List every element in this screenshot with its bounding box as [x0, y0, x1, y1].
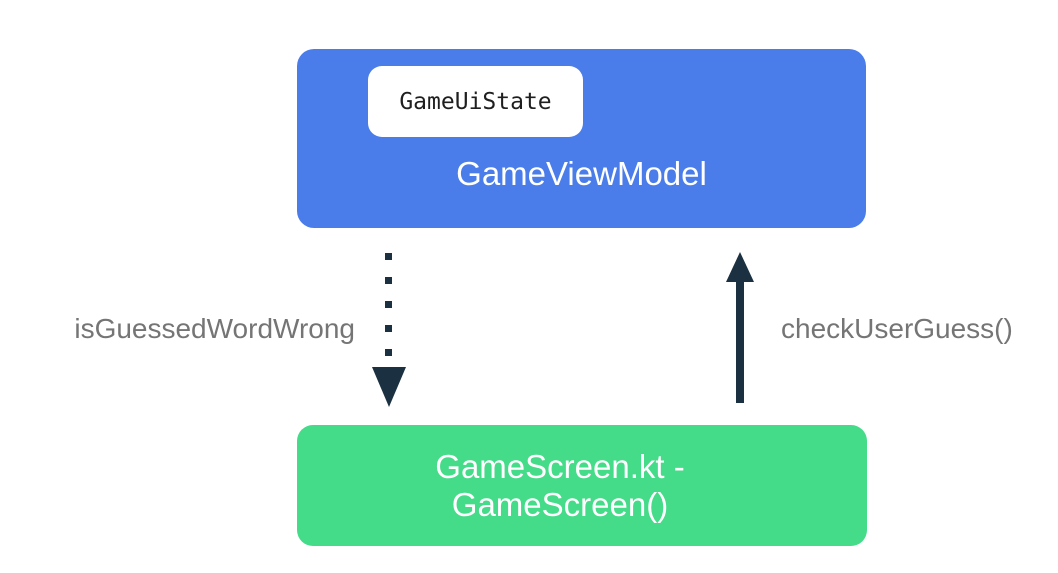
gameuistate-label: GameUiState — [399, 88, 552, 115]
gameviewmodel-box: GameUiState GameViewModel — [297, 49, 866, 228]
gamescreen-title: GameScreen.kt - GameScreen() — [435, 448, 684, 524]
dotted-line — [385, 253, 392, 357]
arrowhead-up-icon — [726, 252, 754, 282]
gamescreen-title-line1: GameScreen.kt - — [435, 447, 685, 485]
arrowhead-down-icon — [372, 367, 406, 407]
arrow-shaft — [736, 280, 744, 403]
checkuserguess-label: checkUserGuess() — [781, 313, 1013, 344]
gameviewmodel-title: GameViewModel — [456, 155, 707, 192]
isguessedwordwrong-label: isGuessedWordWrong — [74, 313, 355, 344]
gameuistate-chip: GameUiState — [368, 66, 583, 137]
gamescreen-box: GameScreen.kt - GameScreen() — [297, 425, 867, 546]
gamescreen-title-line2: GameScreen() — [451, 485, 669, 523]
